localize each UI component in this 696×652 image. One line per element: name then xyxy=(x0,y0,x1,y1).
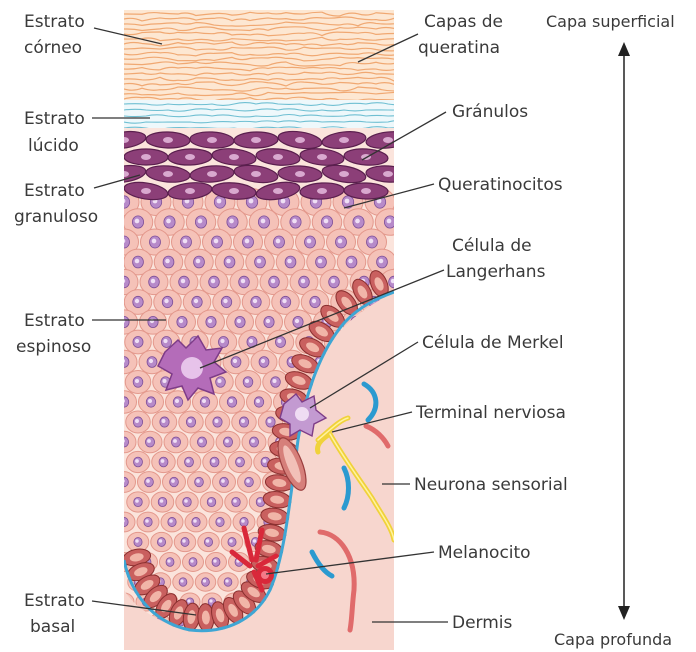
label-capas-queratina: Capas de queratina xyxy=(418,12,508,58)
label-queratinocitos: Queratinocitos xyxy=(438,175,563,195)
tissue-column xyxy=(101,10,412,650)
label-estrato-corneo: Estrato córneo xyxy=(24,12,90,58)
label-celula-merkel: Célula de Merkel xyxy=(422,333,564,353)
label-celula-langerhans: Célula de Langerhans xyxy=(446,236,546,282)
label-dermis: Dermis xyxy=(452,613,513,633)
label-estrato-granuloso: Estrato granuloso xyxy=(14,181,98,227)
arrow-up-icon xyxy=(618,42,630,56)
label-neurona-sensorial: Neurona sensorial xyxy=(414,475,568,495)
label-granulos: Gránulos xyxy=(452,102,528,122)
label-estrato-espinoso: Estrato espinoso xyxy=(16,311,91,357)
depth-arrow xyxy=(618,42,630,620)
label-terminal-nerviosa: Terminal nerviosa xyxy=(415,403,566,423)
label-estrato-lucido: Estrato lúcido xyxy=(24,109,90,156)
label-melanocito: Melanocito xyxy=(438,543,531,563)
label-capa-profunda: Capa profunda xyxy=(554,630,672,649)
label-capa-superficial: Capa superficial xyxy=(546,12,675,31)
arrow-down-icon xyxy=(618,606,630,620)
label-estrato-basal: Estrato basal xyxy=(24,591,90,637)
